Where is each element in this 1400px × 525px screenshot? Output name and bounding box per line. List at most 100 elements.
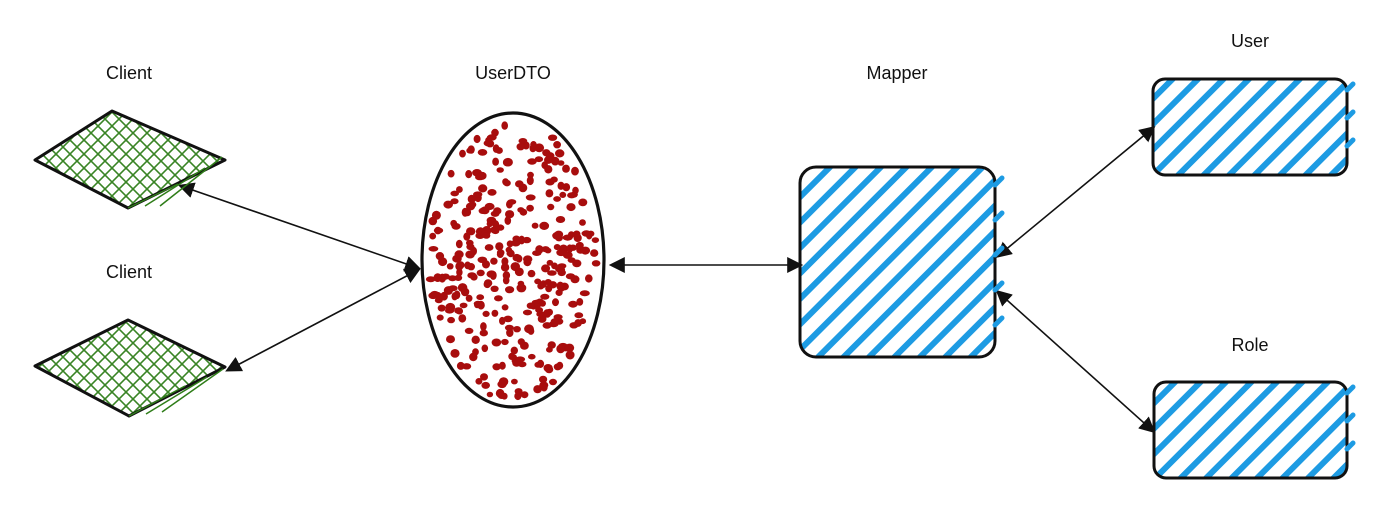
- userdto-dot: [501, 121, 509, 130]
- userdto-dot: [450, 190, 460, 197]
- userdto-dot: [469, 352, 478, 362]
- userdto-node: [420, 111, 606, 409]
- userdto-dot: [543, 364, 553, 372]
- userdto-dot: [445, 307, 455, 314]
- userdto-dot: [454, 250, 464, 259]
- userdto-dot: [574, 312, 584, 319]
- userdto-dot: [553, 244, 561, 251]
- userdto-dot: [465, 170, 473, 179]
- userdto-dot: [585, 274, 593, 283]
- userdto-dot: [479, 329, 488, 337]
- userdto-dot: [486, 391, 494, 398]
- userdto-label: UserDTO: [475, 63, 551, 83]
- userdto-dot: [539, 300, 546, 307]
- userdto-dot: [579, 290, 590, 297]
- userdto-dot: [524, 324, 534, 334]
- userdto-dot: [503, 315, 513, 323]
- userdto-dot: [455, 308, 463, 315]
- userdto-dot: [518, 138, 528, 144]
- userdto-dot: [544, 279, 552, 286]
- userdto-dot: [465, 250, 475, 259]
- userdto-dot: [574, 319, 582, 327]
- userdto-dot: [494, 295, 503, 302]
- userdto-dot: [586, 231, 593, 240]
- userdto-dot: [526, 302, 535, 309]
- userdto-dot: [477, 149, 488, 156]
- userdto-dot: [531, 222, 539, 229]
- userdto-dot: [523, 255, 533, 263]
- userdto-dot: [505, 286, 515, 294]
- userdto-dot: [555, 149, 565, 158]
- userdto-dot: [425, 276, 436, 283]
- userdto-dot: [506, 250, 515, 257]
- userdto-dot: [450, 198, 459, 205]
- userdto-dot: [571, 166, 579, 176]
- userdto-dot: [526, 176, 534, 186]
- userdto-dot: [500, 263, 510, 272]
- userdto-dot: [464, 327, 474, 334]
- userdto-dot: [497, 392, 506, 399]
- user-node: [1151, 77, 1356, 177]
- userdto-dot: [492, 144, 500, 153]
- userdto-dot: [458, 314, 467, 323]
- userdto-dot: [527, 269, 536, 278]
- userdto-dot: [492, 157, 499, 166]
- connector-client-bottom-userdto: [225, 268, 421, 372]
- userdto-dot: [559, 191, 567, 198]
- userdto-dot: [448, 275, 457, 282]
- userdto-dot: [534, 156, 544, 163]
- userdto-dot: [516, 143, 525, 151]
- userdto-dot: [436, 314, 444, 321]
- userdto-dot: [491, 309, 499, 317]
- userdto-dot: [490, 210, 500, 217]
- userdto-dot: [435, 252, 445, 261]
- userdto-dot: [504, 216, 512, 225]
- connector-mapper-role: [995, 289, 1156, 434]
- userdto-dot: [443, 200, 454, 209]
- userdto-dot: [547, 270, 557, 276]
- userdto-dot: [480, 322, 487, 331]
- userdto-dot: [545, 284, 553, 293]
- userdto-dot: [556, 361, 564, 370]
- userdto-dot: [552, 298, 559, 307]
- userdto-dot: [497, 380, 507, 389]
- userdto-dot: [515, 356, 526, 363]
- userdto-dot: [429, 232, 437, 240]
- client-bottom-node: [33, 318, 227, 418]
- userdto-dot: [526, 204, 534, 212]
- userdto-dot: [550, 318, 559, 326]
- userdto-dot: [464, 261, 471, 270]
- userdto-dot: [480, 373, 488, 381]
- userdto-dot: [557, 181, 565, 190]
- userdto-dot: [545, 189, 554, 198]
- userdto-dot: [434, 297, 443, 304]
- userdto-dot: [502, 271, 511, 280]
- userdto-dot: [539, 375, 548, 384]
- userdto-dot: [466, 147, 474, 154]
- userdto-dot: [514, 267, 524, 277]
- userdto-dot: [565, 350, 575, 360]
- userdto-dot: [451, 223, 461, 230]
- userdto-dot: [514, 392, 522, 401]
- userdto-dot: [491, 338, 502, 347]
- userdto-dot: [512, 253, 521, 261]
- userdto-dot: [533, 385, 542, 394]
- userdto-dot: [467, 194, 476, 204]
- userdto-dot: [540, 293, 550, 300]
- userdto-dot: [543, 309, 552, 318]
- userdto-dot: [503, 157, 513, 167]
- userdto-dot: [551, 262, 558, 270]
- userdto-dot: [565, 273, 576, 280]
- userdto-dot: [486, 220, 493, 228]
- userdto-dot: [566, 203, 576, 212]
- userdto-dot: [567, 192, 577, 199]
- userdto-dot: [576, 298, 584, 306]
- userdto-dot: [496, 250, 504, 258]
- userdto-dot: [451, 292, 458, 301]
- userdto-dot: [547, 203, 555, 211]
- userdto-dot: [519, 208, 528, 216]
- userdto-dot: [481, 381, 491, 389]
- userdto-dot: [481, 344, 489, 353]
- userdto-dot: [549, 378, 557, 386]
- userdto-dot: [475, 378, 483, 385]
